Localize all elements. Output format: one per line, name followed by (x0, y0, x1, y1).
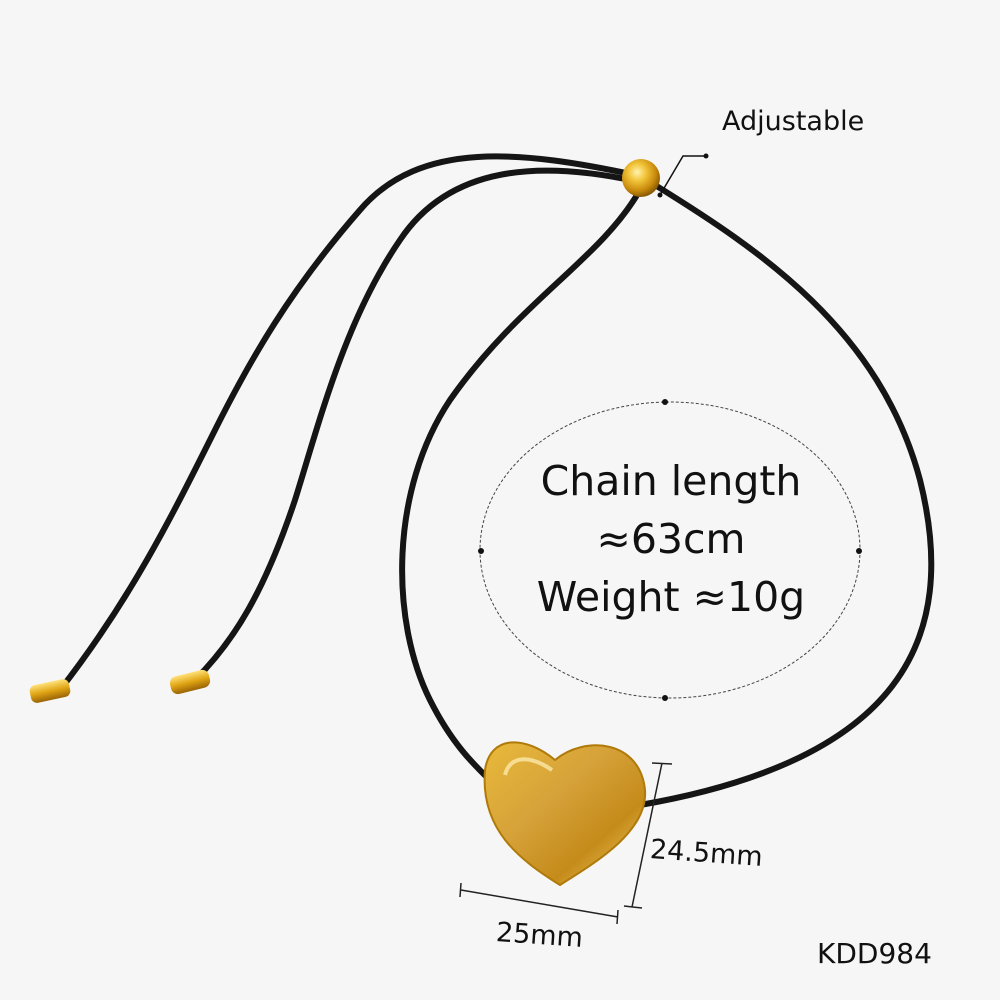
cord-end-tip-left (29, 679, 71, 703)
adjustable-label: Adjustable (722, 106, 865, 137)
height-dimension-line (623, 762, 673, 909)
cord-left-loop (399, 187, 643, 793)
callout-leader (659, 155, 706, 196)
spec-block: Chain length ≈63cm Weight ≈10g (482, 452, 860, 626)
cord-main-loop (637, 182, 935, 808)
heart-pendant (483, 741, 647, 887)
width-dimension-line (459, 882, 619, 925)
chain-length-value: ≈63cm (596, 515, 746, 563)
adjustable-bead (622, 159, 660, 197)
sku-code: KDD984 (817, 937, 932, 970)
cord-end-tip-right (169, 669, 211, 695)
weight-value: Weight ≈10g (536, 573, 806, 621)
chain-length-label: Chain length (540, 457, 802, 505)
pendant-width-label: 25mm (495, 917, 584, 954)
cord-strand-left (57, 153, 643, 693)
cord-strand-inner (192, 167, 643, 683)
